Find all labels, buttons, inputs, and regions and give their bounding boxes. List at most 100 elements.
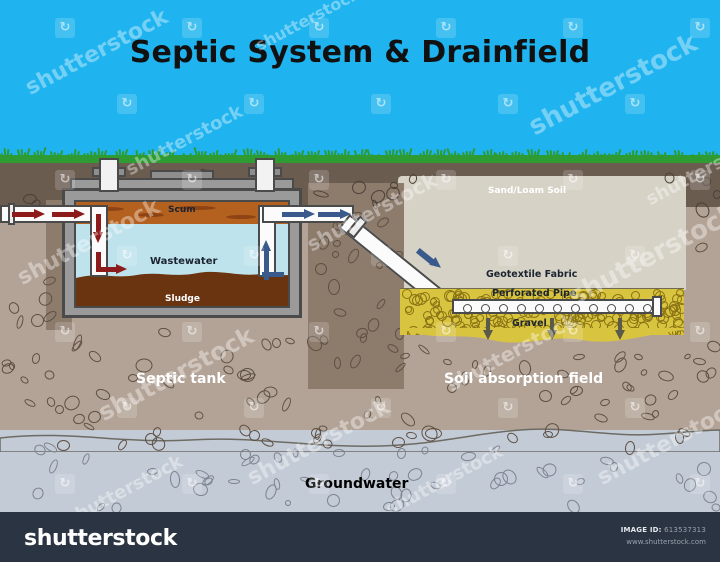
pebble bbox=[227, 478, 241, 485]
gravel-stone bbox=[405, 306, 414, 315]
grass-tuft bbox=[291, 149, 306, 161]
grass-tuft bbox=[209, 149, 224, 160]
image-id-label: IMAGE ID: bbox=[620, 526, 662, 534]
grass-tuft bbox=[511, 149, 526, 160]
septic-tank-interior bbox=[74, 200, 290, 308]
inlet-access-riser bbox=[99, 158, 119, 192]
gravel-bed-bottom bbox=[400, 328, 684, 343]
grass-tuft bbox=[179, 150, 194, 161]
page-title: Septic System & Drainfield bbox=[129, 35, 591, 70]
inflow-arrow-elbow bbox=[94, 252, 132, 274]
outflow-arrow-1 bbox=[282, 209, 316, 219]
perforated-pipe bbox=[452, 299, 658, 314]
footer-meta: IMAGE ID: 613537313 www.shutterstock.com bbox=[621, 526, 706, 546]
pebble bbox=[712, 189, 720, 200]
inflow-arrow-down bbox=[93, 214, 103, 244]
footer-url: www.shutterstock.com bbox=[626, 538, 706, 546]
pebble bbox=[237, 370, 251, 380]
pebble bbox=[292, 448, 299, 458]
pebble bbox=[57, 440, 70, 451]
grass-tuft bbox=[147, 147, 163, 159]
sand-loam-fill-top bbox=[398, 176, 686, 186]
gravel-stone bbox=[425, 316, 434, 325]
grass-tuft bbox=[625, 149, 640, 160]
grass-tuft bbox=[384, 148, 400, 161]
label-perforated-pipe: Perforated Pipe bbox=[492, 288, 577, 299]
grass-line bbox=[0, 155, 720, 164]
grass-tuft bbox=[162, 148, 177, 159]
label-geotextile-fabric: Geotextile Fabric bbox=[486, 269, 578, 280]
pipe-perforation bbox=[643, 304, 652, 313]
grass-tuft bbox=[224, 148, 239, 160]
gravel-stone bbox=[409, 294, 420, 305]
gravel-stone bbox=[588, 290, 597, 299]
grass-tuft bbox=[306, 149, 322, 160]
label-scum: Scum bbox=[168, 205, 196, 215]
groundwater-boundary bbox=[0, 428, 720, 452]
outflow-arrow-up bbox=[261, 240, 271, 282]
outflow-arrow-elbow bbox=[258, 258, 292, 280]
label-soil-absorption-field: Soil absorption field bbox=[444, 371, 604, 387]
pebble bbox=[424, 427, 443, 440]
gravel-stone bbox=[546, 290, 555, 299]
grass-tuft bbox=[49, 149, 65, 161]
grass-tuft bbox=[115, 148, 130, 159]
grass-tuft bbox=[366, 148, 382, 161]
label-sludge: Sludge bbox=[165, 294, 200, 304]
gravel-stone bbox=[677, 295, 684, 305]
sludge-surface bbox=[76, 271, 288, 280]
shutterstock-logo-text: shutterstock bbox=[24, 526, 177, 551]
footer-bar: shutterstock IMAGE ID: 613537313 www.shu… bbox=[0, 512, 720, 562]
gravel-stone bbox=[420, 292, 430, 302]
gravel-stone bbox=[565, 318, 574, 327]
gravel-stone bbox=[597, 314, 605, 322]
grass-tuft bbox=[446, 147, 462, 160]
grass-tuft bbox=[0, 147, 15, 159]
seepage-arrow-3 bbox=[615, 318, 625, 342]
grass-tuft bbox=[132, 149, 147, 161]
grass-tuft bbox=[704, 150, 720, 161]
grass-tuft bbox=[639, 149, 655, 160]
inflow-arrow-1 bbox=[12, 209, 46, 219]
label-groundwater: Groundwater bbox=[305, 476, 409, 492]
pipe-perforation bbox=[607, 304, 616, 313]
seepage-arrow-2 bbox=[547, 318, 557, 342]
pipe-perforation bbox=[463, 304, 472, 313]
shutterstock-logo[interactable]: shutterstock bbox=[24, 526, 177, 551]
grass-tuft bbox=[558, 150, 573, 161]
grass-tuft bbox=[656, 150, 672, 161]
gravel-stone bbox=[497, 316, 508, 327]
illustration-canvas: Septic System & Drainfield bbox=[0, 0, 720, 512]
pipe-perforation bbox=[499, 304, 508, 313]
grass-tuft bbox=[462, 147, 477, 160]
label-sand-loam-soil: Sand/Loam Soil bbox=[488, 186, 567, 196]
grass-tuft bbox=[274, 147, 289, 159]
grass-tuft bbox=[16, 147, 32, 160]
gravel-stone bbox=[470, 318, 480, 328]
pipe-perforation bbox=[571, 304, 580, 313]
pipe-perforation bbox=[553, 304, 562, 313]
pebble bbox=[710, 502, 720, 512]
pipe-perforation bbox=[535, 304, 544, 313]
image-id-line: IMAGE ID: 613537313 bbox=[621, 526, 706, 534]
grass-tuft bbox=[673, 149, 689, 161]
grass-tuft bbox=[337, 148, 352, 160]
perforated-pipe-end-cap bbox=[652, 296, 662, 317]
grass-tuft bbox=[495, 150, 510, 161]
grass-tuft bbox=[526, 148, 542, 159]
outlet-access-riser bbox=[255, 158, 275, 192]
grass-tuft bbox=[193, 146, 209, 159]
pipe-perforation bbox=[481, 304, 490, 313]
sand-loam-fill bbox=[398, 182, 686, 290]
gravel-stone bbox=[665, 306, 676, 317]
image-id-value: 613537313 bbox=[664, 526, 706, 534]
grass-tuft bbox=[578, 148, 593, 160]
gravel-stone bbox=[446, 291, 457, 302]
pipe-perforation bbox=[625, 304, 634, 313]
grass-tuft bbox=[33, 146, 48, 159]
inflow-arrow-2 bbox=[52, 209, 86, 219]
septic-tank-lid-hump bbox=[150, 170, 214, 180]
label-wastewater: Wastewater bbox=[150, 256, 218, 267]
gravel-stone bbox=[627, 317, 638, 328]
